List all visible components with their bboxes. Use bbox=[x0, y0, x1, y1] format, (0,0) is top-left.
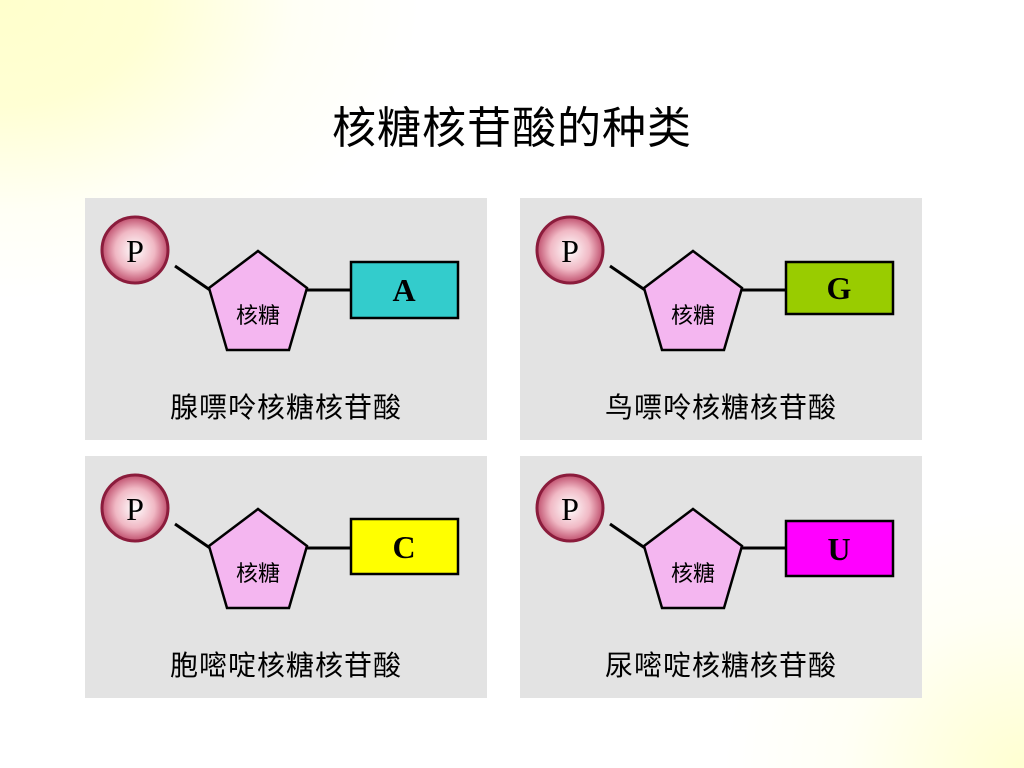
phosphate-bond bbox=[609, 264, 646, 292]
phosphate-label: P bbox=[561, 491, 579, 527]
phosphate-bond bbox=[174, 264, 211, 292]
base-box bbox=[349, 517, 460, 576]
phosphate-label: P bbox=[126, 233, 144, 269]
phosphate-bond bbox=[174, 522, 211, 550]
nucleotide-panel-c: P 核糖 C 胞嘧啶核糖核苷酸 bbox=[85, 456, 487, 698]
slide-title: 核糖核苷酸的种类 bbox=[332, 103, 692, 154]
nucleotide-diagram: P 核糖 C bbox=[100, 473, 460, 610]
nucleotide-diagram: P 核糖 A bbox=[100, 215, 460, 352]
nucleotide-panel-a: P 核糖 A 腺嘌呤核糖核苷酸 bbox=[85, 198, 487, 440]
phosphate-bond bbox=[609, 522, 646, 550]
phosphate-circle bbox=[535, 473, 605, 543]
ribose-pentagon bbox=[207, 507, 309, 610]
base-label: A bbox=[392, 272, 415, 308]
phosphate-circle bbox=[100, 215, 170, 285]
nucleotide-name: 腺嘌呤核糖核苷酸 bbox=[169, 391, 402, 424]
nucleotide-name: 尿嘧啶核糖核苷酸 bbox=[604, 649, 837, 682]
ribose-label: 核糖 bbox=[236, 304, 280, 329]
base-label: U bbox=[827, 531, 850, 567]
phosphate-label: P bbox=[561, 233, 579, 269]
phosphate-label: P bbox=[126, 491, 144, 527]
nucleotide-panel-g: P 核糖 G 鸟嘌呤核糖核苷酸 bbox=[520, 198, 922, 440]
nucleotide-panel-u: P 核糖 U 尿嘧啶核糖核苷酸 bbox=[520, 456, 922, 698]
nucleotide-diagram: P 核糖 U bbox=[535, 473, 895, 610]
phosphate-circle bbox=[535, 215, 605, 285]
base-box bbox=[784, 260, 895, 316]
base-label: C bbox=[392, 529, 415, 565]
nucleotide-name: 鸟嘌呤核糖核苷酸 bbox=[604, 391, 837, 424]
nucleotide-name: 胞嘧啶核糖核苷酸 bbox=[169, 649, 402, 682]
nucleotide-diagram: P 核糖 G bbox=[535, 215, 895, 352]
ribose-label: 核糖 bbox=[671, 562, 715, 587]
base-box bbox=[349, 260, 460, 320]
ribose-pentagon bbox=[642, 507, 744, 610]
ribose-label: 核糖 bbox=[236, 562, 280, 587]
base-box bbox=[784, 519, 895, 578]
phosphate-circle bbox=[100, 473, 170, 543]
ribose-pentagon bbox=[207, 249, 309, 352]
ribose-label: 核糖 bbox=[671, 304, 715, 329]
ribose-pentagon bbox=[642, 249, 744, 352]
base-label: G bbox=[827, 270, 852, 306]
